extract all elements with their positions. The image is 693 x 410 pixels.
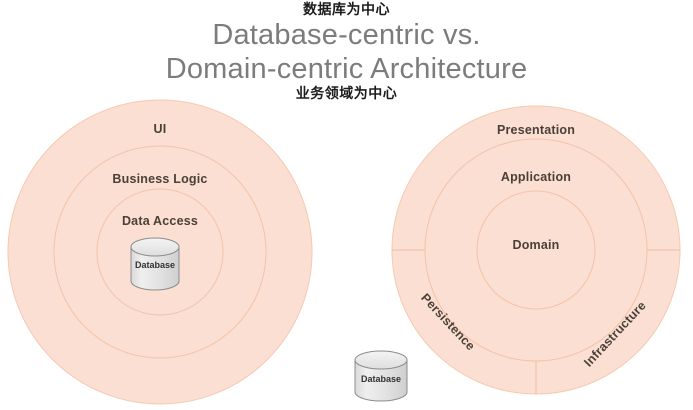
left-database-cylinder	[130, 237, 180, 291]
right-architecture-circle	[391, 105, 681, 395]
left-architecture-circle	[7, 99, 313, 405]
right-ring-domain	[476, 190, 596, 310]
bottom-database-cylinder	[354, 350, 408, 402]
